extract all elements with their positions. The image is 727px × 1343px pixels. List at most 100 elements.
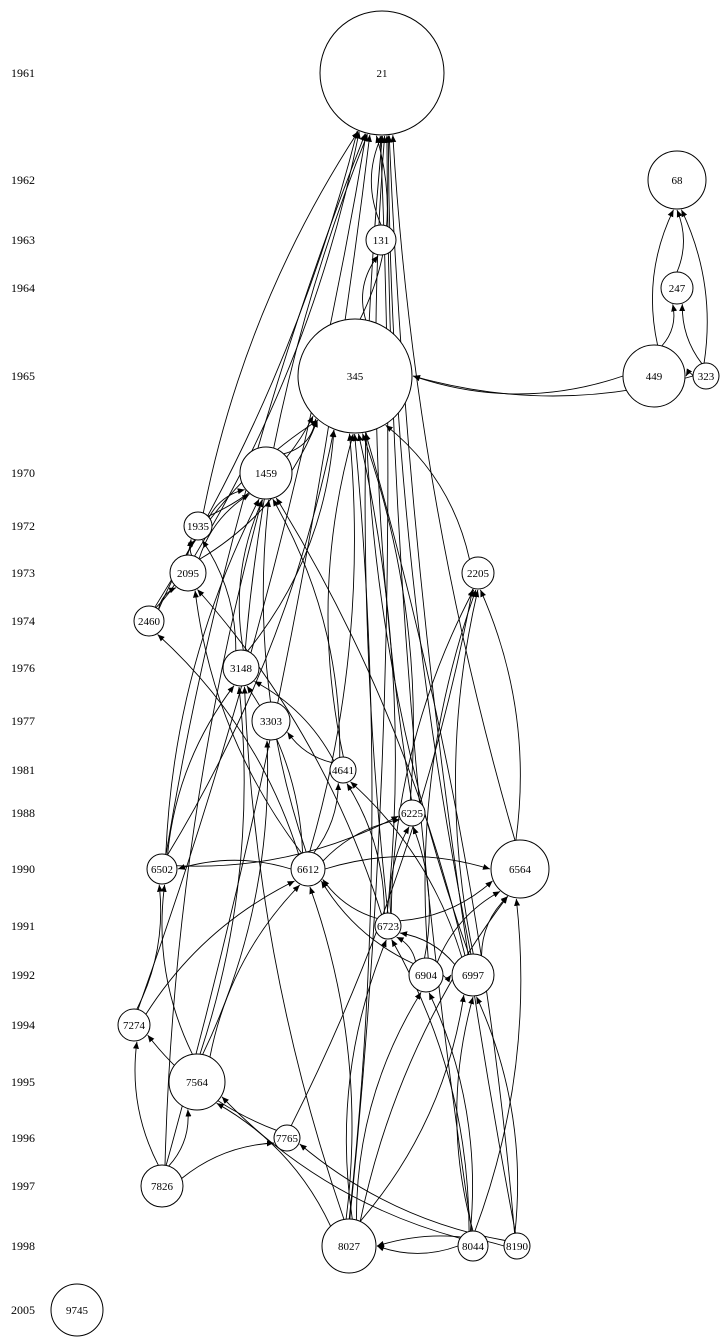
node-circle <box>146 853 178 885</box>
node-3303[interactable]: 3303 <box>251 701 291 741</box>
node-6723[interactable]: 6723 <box>374 912 402 940</box>
citation-edge <box>192 590 302 854</box>
node-1459[interactable]: 1459 <box>239 446 293 500</box>
year-label: 1977 <box>11 714 35 728</box>
citation-edge <box>241 686 345 1220</box>
node-circle <box>457 1230 489 1262</box>
node-circle <box>408 957 444 993</box>
citation-edge <box>364 432 516 1234</box>
node-6997[interactable]: 6997 <box>451 953 495 997</box>
year-label: 2005 <box>11 1303 35 1317</box>
citation-edge <box>202 131 359 514</box>
node-68[interactable]: 68 <box>647 150 707 210</box>
node-247[interactable]: 247 <box>660 271 694 305</box>
node-circle <box>168 1053 226 1111</box>
node-7564[interactable]: 7564 <box>168 1053 226 1111</box>
node-7274[interactable]: 7274 <box>117 1008 151 1042</box>
citation-edge <box>275 497 466 956</box>
citation-edge <box>216 1102 332 1227</box>
node-circle <box>622 344 686 408</box>
citation-edge <box>386 135 516 1234</box>
citation-edge <box>376 1235 505 1247</box>
node-2205[interactable]: 2205 <box>461 556 495 590</box>
node-circle <box>140 1164 184 1208</box>
node-label: 6904 <box>415 970 438 982</box>
node-label: 345 <box>347 371 364 383</box>
node-6564[interactable]: 6564 <box>490 839 550 899</box>
node-449[interactable]: 449 <box>622 344 686 408</box>
year-label: 1961 <box>11 66 35 80</box>
node-1935[interactable]: 1935 <box>183 511 213 541</box>
node-circle <box>461 556 495 590</box>
citation-edge <box>160 884 193 1055</box>
year-label: 1973 <box>11 566 35 580</box>
citation-edge <box>287 732 333 764</box>
node-8044[interactable]: 8044 <box>457 1230 489 1262</box>
year-label: 1981 <box>11 763 35 777</box>
citation-edge <box>322 879 378 919</box>
citation-edge <box>455 589 480 955</box>
node-circle <box>490 839 550 899</box>
citation-edge <box>197 589 383 915</box>
node-6612[interactable]: 6612 <box>290 851 326 887</box>
node-label: 21 <box>377 68 388 80</box>
node-2095[interactable]: 2095 <box>169 554 207 592</box>
node-345[interactable]: 345 <box>297 318 413 434</box>
node-8027[interactable]: 8027 <box>321 1218 377 1274</box>
node-7765[interactable]: 7765 <box>273 1124 301 1152</box>
node-8190[interactable]: 8190 <box>503 1232 531 1260</box>
node-circle <box>329 756 357 784</box>
node-label: 8190 <box>506 1241 529 1253</box>
node-circle <box>117 1008 151 1042</box>
node-label: 8044 <box>462 1241 485 1253</box>
citation-edge <box>355 992 422 1221</box>
citation-edge <box>390 135 516 841</box>
node-label: 1935 <box>187 521 210 533</box>
node-3148[interactable]: 3148 <box>222 649 260 687</box>
node-21[interactable]: 21 <box>319 10 445 136</box>
citation-edge <box>385 424 470 560</box>
node-label: 7765 <box>276 1133 299 1145</box>
citation-edge <box>164 499 264 1166</box>
node-circle <box>398 799 426 827</box>
citation-edge <box>424 589 477 959</box>
citation-edge <box>363 432 470 955</box>
year-label: 1976 <box>11 661 35 675</box>
node-7826[interactable]: 7826 <box>140 1164 184 1208</box>
citation-edge <box>400 931 456 965</box>
node-label: 7826 <box>151 1181 174 1193</box>
node-6225[interactable]: 6225 <box>398 799 426 827</box>
node-4641[interactable]: 4641 <box>329 756 357 784</box>
node-label: 6723 <box>377 921 400 933</box>
year-label: 1972 <box>11 519 35 533</box>
citation-edge <box>321 880 414 965</box>
year-label: 1970 <box>11 466 35 480</box>
node-323[interactable]: 323 <box>692 362 720 390</box>
node-circle <box>290 851 326 887</box>
node-circle <box>183 511 213 541</box>
node-label: 2460 <box>138 616 161 628</box>
node-label: 1459 <box>255 468 278 480</box>
year-label: 1964 <box>11 281 35 295</box>
node-6904[interactable]: 6904 <box>408 957 444 993</box>
node-label: 247 <box>669 283 686 295</box>
node-label: 449 <box>646 371 663 383</box>
citation-edge <box>238 499 264 651</box>
citation-edge <box>145 880 295 1015</box>
node-circle <box>451 953 495 997</box>
node-9745[interactable]: 9745 <box>50 1283 104 1337</box>
citation-edge <box>313 783 342 854</box>
citation-edge <box>412 375 624 395</box>
node-131[interactable]: 131 <box>365 224 397 256</box>
citation-edge <box>309 433 355 853</box>
citation-edge <box>436 891 501 963</box>
node-2460[interactable]: 2460 <box>133 605 165 637</box>
node-circle <box>321 1218 377 1274</box>
node-6502[interactable]: 6502 <box>146 853 178 885</box>
citation-edge <box>167 429 336 856</box>
node-label: 8027 <box>338 1241 361 1253</box>
node-label: 4641 <box>332 765 354 777</box>
citation-edge <box>181 1140 274 1179</box>
node-circle <box>647 150 707 210</box>
